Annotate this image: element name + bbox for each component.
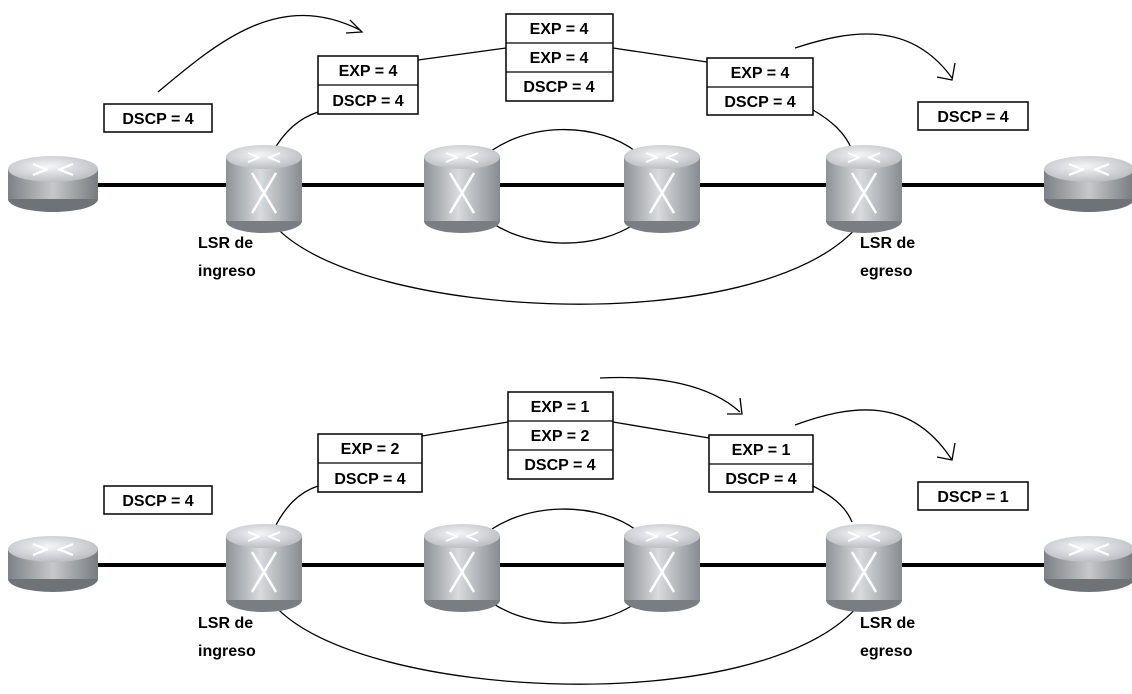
- core-upper-arc: [477, 508, 641, 541]
- box-row: DSCP = 4: [122, 111, 193, 128]
- label-stack-lsr-egress: EXP = 4 DSCP = 4: [706, 57, 814, 116]
- dscp-box-egress: DSCP = 1: [917, 481, 1029, 511]
- lsr-egress-label: egreso: [860, 263, 913, 280]
- lsr-egress-label: egreso: [860, 643, 913, 660]
- arrowhead: [936, 442, 956, 461]
- box-row: EXP = 4: [731, 65, 790, 82]
- box-row: EXP = 4: [530, 50, 589, 67]
- label-stack-core: EXP = 4 EXP = 4 DSCP = 4: [505, 13, 614, 102]
- box-row: EXP = 1: [531, 399, 590, 416]
- label-switch-router-icon: [424, 524, 500, 612]
- label-switch-router-icon: [624, 145, 700, 233]
- box-row: DSCP = 4: [334, 471, 405, 488]
- router-icon: [8, 536, 98, 592]
- curved-arrow-icon: [599, 376, 741, 413]
- lsr-ingress-label: ingreso: [198, 263, 256, 280]
- curved-arrow-icon: [157, 14, 361, 93]
- box-row: DSCP = 4: [122, 493, 193, 510]
- scenario-bottom: DSCP = 4 EXP = 2 DSCP = 4 EXP = 1 EXP = …: [8, 376, 1132, 685]
- curved-arrow-icon: [794, 409, 953, 461]
- upper-path-seg: [612, 47, 708, 63]
- router-icon: [1044, 536, 1132, 592]
- curved-arrow-icon: [794, 33, 953, 79]
- lsr-ingress-label: LSR de: [198, 615, 253, 632]
- box-row: DSCP = 4: [524, 457, 595, 474]
- label-switch-router-icon: [424, 145, 500, 233]
- upper-path-right: [812, 485, 853, 523]
- arrowhead: [345, 19, 364, 34]
- lsr-egress-label: LSR de: [860, 615, 915, 632]
- core-lower-arc: [477, 591, 641, 624]
- box-row: EXP = 1: [732, 442, 791, 459]
- box-row: DSCP = 4: [332, 93, 403, 110]
- dscp-box-egress: DSCP = 4: [917, 101, 1029, 131]
- box-row: EXP = 4: [339, 63, 398, 80]
- upper-path-right: [812, 109, 853, 151]
- lsr-ingress-label: ingreso: [198, 643, 256, 660]
- label-switch-router-icon: [226, 145, 302, 233]
- label-switch-router-icon: [624, 524, 700, 612]
- label-stack-lsr-ingress: EXP = 4 DSCP = 4: [317, 55, 419, 115]
- dscp-box-ingress: DSCP = 4: [103, 103, 213, 133]
- label-switch-router-icon: [826, 145, 902, 233]
- scenario-top: DSCP = 4 EXP = 4 DSCP = 4 EXP = 4 EXP = …: [8, 13, 1132, 305]
- upper-path-seg: [421, 421, 509, 437]
- box-row: DSCP = 4: [937, 109, 1008, 126]
- upper-path-seg: [417, 47, 507, 61]
- box-row: EXP = 4: [530, 21, 589, 38]
- core-upper-arc: [477, 128, 641, 163]
- dscp-box-ingress: DSCP = 4: [103, 485, 213, 515]
- label-stack-lsr-ingress: EXP = 2 DSCP = 4: [317, 433, 423, 493]
- box-row: EXP = 2: [531, 428, 590, 445]
- lsr-egress-label: LSR de: [860, 235, 915, 252]
- label-switch-router-icon: [226, 524, 302, 612]
- upper-path-seg: [612, 421, 710, 439]
- router-icon: [1044, 156, 1132, 212]
- lsr-ingress-label: LSR de: [198, 235, 253, 252]
- label-stack-core: EXP = 1 EXP = 2 DSCP = 4: [507, 391, 614, 480]
- arrowhead: [936, 62, 956, 81]
- box-row: DSCP = 1: [937, 489, 1008, 506]
- label-switch-router-icon: [826, 524, 902, 612]
- label-stack-lsr-egress: EXP = 1 DSCP = 4: [708, 434, 814, 493]
- arrowhead: [727, 397, 743, 415]
- box-row: DSCP = 4: [523, 79, 594, 96]
- box-row: DSCP = 4: [724, 94, 795, 111]
- box-row: DSCP = 4: [725, 471, 796, 488]
- lower-path-arc: [274, 225, 859, 305]
- lower-path-arc: [274, 605, 859, 685]
- box-row: EXP = 2: [341, 441, 400, 458]
- core-lower-arc: [477, 211, 641, 244]
- router-icon: [8, 156, 98, 212]
